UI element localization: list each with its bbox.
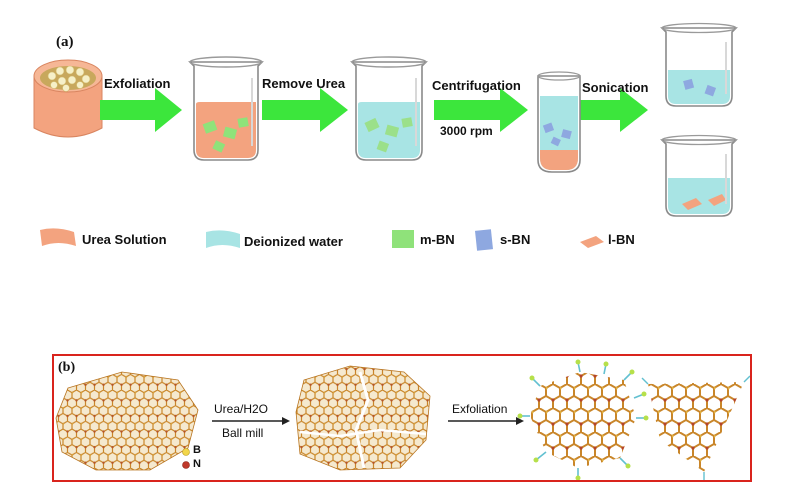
centrifuge-tube <box>537 71 581 173</box>
beaker-s-bn <box>660 22 738 107</box>
exfoliation-b-label: Exfoliation <box>452 402 508 416</box>
milled-hbn-lattice <box>295 365 431 471</box>
beaker-l-bn <box>660 134 738 217</box>
panel-b-label: (b) <box>58 360 76 375</box>
arrow-exfoliation-b <box>448 417 524 425</box>
legend-swatch-urea <box>40 228 76 246</box>
step-exfoliation-label: Exfoliation <box>104 76 171 91</box>
bulk-hbn-lattice <box>55 371 199 471</box>
beaker-deionized-water <box>350 56 428 161</box>
atom-n-label: N <box>193 458 201 470</box>
panel-a-label: (a) <box>56 34 74 50</box>
arrow-sonication <box>580 88 648 132</box>
arrow-centrifugation <box>434 88 528 132</box>
legend-swatch-sbn <box>474 229 494 251</box>
legend-label-mbn: m-BN <box>420 232 455 247</box>
beaker-urea-solution <box>188 56 264 161</box>
legend-label-urea: Urea Solution <box>82 232 167 247</box>
triangular-fragment <box>641 375 751 480</box>
legend-swatch-mbn <box>392 230 414 248</box>
urea-jar <box>33 59 103 138</box>
legend-swatch-water <box>206 230 240 248</box>
legend-label-water: Deionized water <box>244 234 343 249</box>
arrow-ball-mill <box>212 417 290 425</box>
step-sonication-label: Sonication <box>582 80 649 95</box>
legend-label-sbn: s-BN <box>500 232 531 247</box>
legend-label-lbn: l-BN <box>608 232 635 247</box>
step-centrifugation-label: Centrifugation <box>432 78 521 93</box>
panel-b-frame <box>52 354 752 482</box>
atom-b-label: B <box>193 444 201 456</box>
atom-key <box>182 448 190 469</box>
arrow-remove-urea <box>262 88 348 132</box>
reagent-label: Urea/H2O <box>214 402 269 416</box>
step-rpm-label: 3000 rpm <box>440 124 493 138</box>
ball-mill-label: Ball mill <box>222 426 264 440</box>
step-remove-urea-label: Remove Urea <box>262 76 346 91</box>
legend-swatch-lbn <box>580 236 604 248</box>
functionalized-nanosheet <box>517 359 649 481</box>
arrow-exfoliation <box>100 88 182 132</box>
